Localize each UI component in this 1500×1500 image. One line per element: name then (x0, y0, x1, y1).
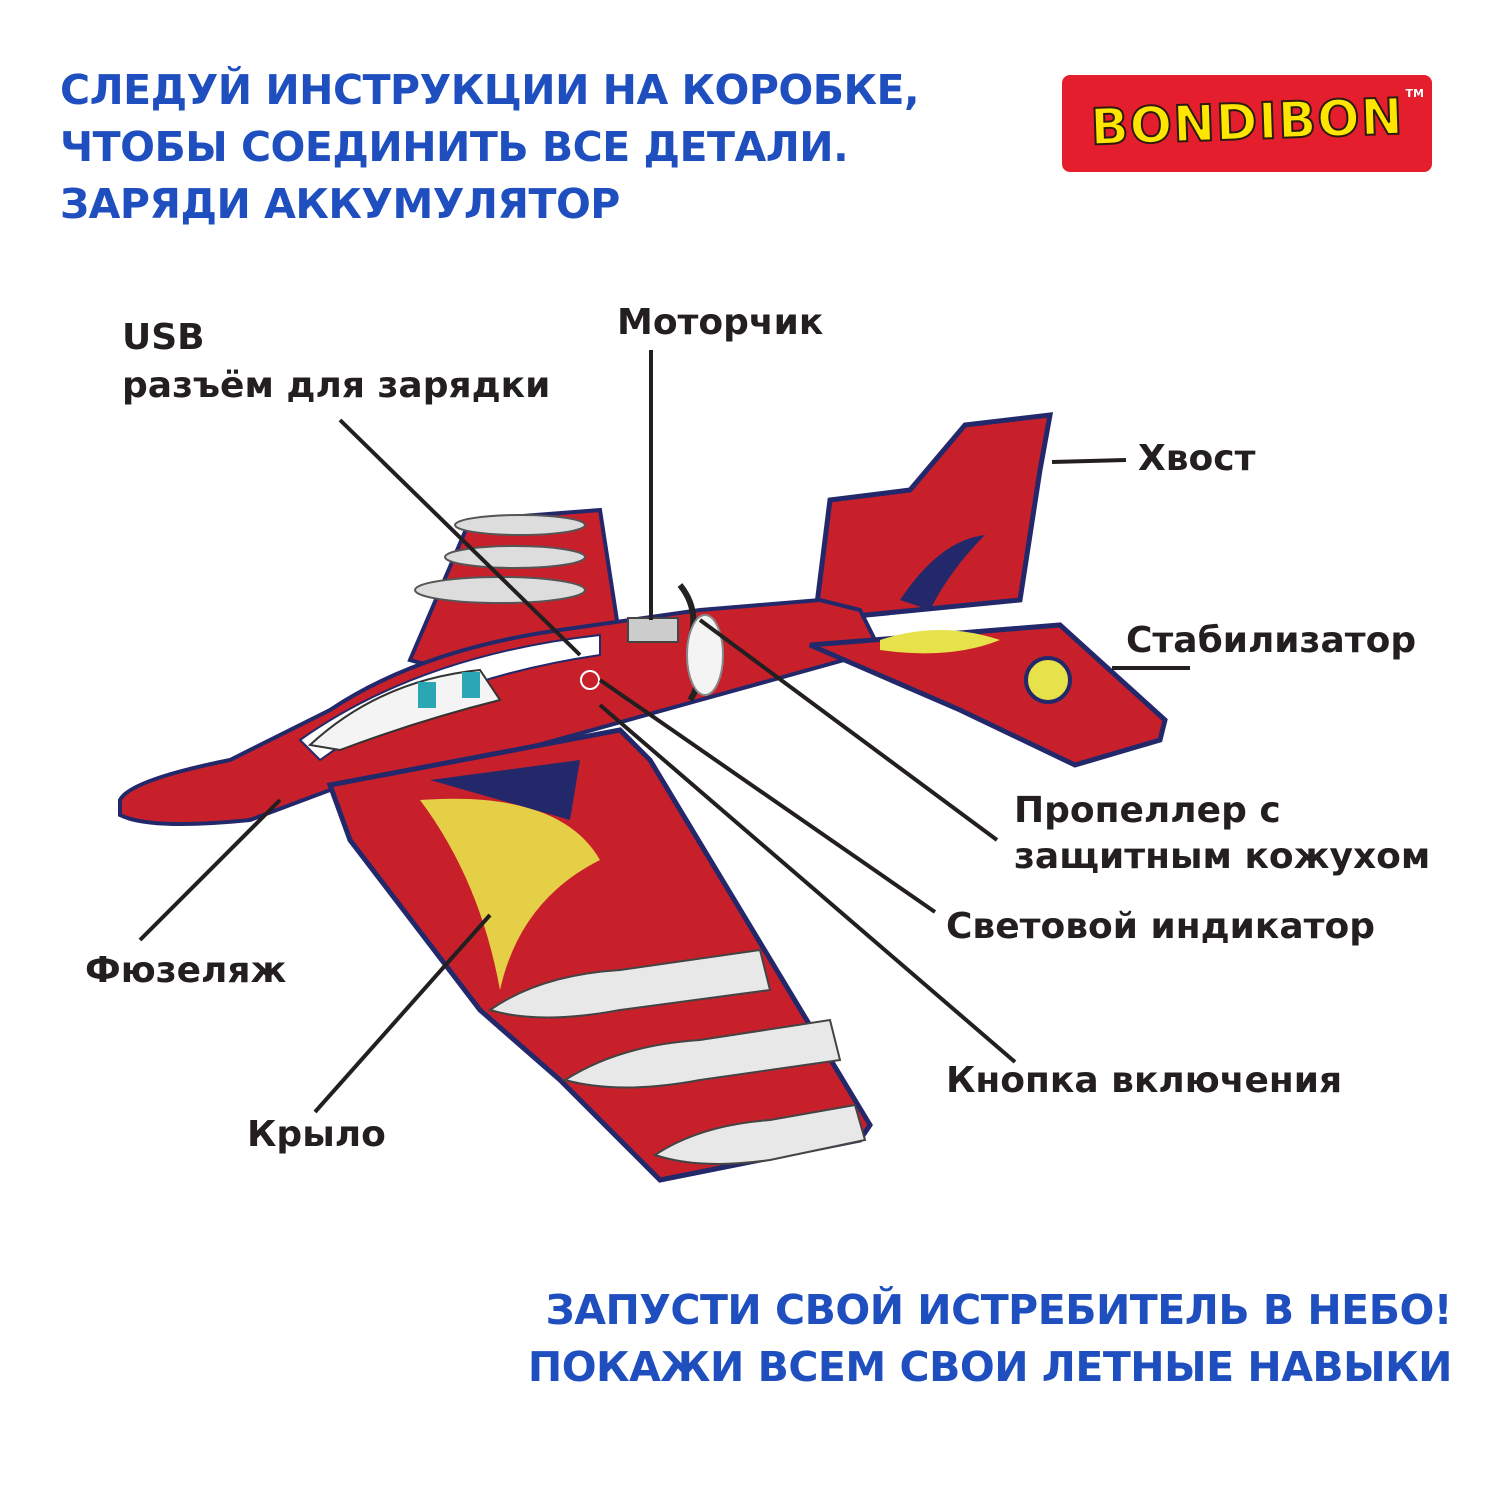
leader-wing (313, 913, 492, 1114)
tail-fin (812, 412, 1054, 623)
trademark: TM (1405, 87, 1424, 100)
leader-fuselage (138, 798, 282, 942)
label-wing: Крыло (247, 1114, 386, 1155)
leader-power-button (598, 703, 1017, 1064)
label-tail: Хвост (1138, 438, 1256, 479)
leader-indicator (598, 678, 937, 914)
footer-line: ПОКАЖИ ВСЕМ СВОИ ЛЕТНЫЕ НАВЫКИ (527, 1343, 1453, 1391)
label-stabilizer: Стабилизатор (1126, 620, 1417, 661)
stabilizer (809, 622, 1168, 768)
instruction-heading: СЛЕДУЙ ИНСТРУКЦИИ НА КОРОБКЕ, ЧТОБЫ СОЕД… (60, 62, 920, 233)
leader-usb (338, 418, 582, 657)
footer-slogan: ЗАПУСТИ СВОЙ ИСТРЕБИТЕЛЬ В НЕБО! ПОКАЖИ … (527, 1282, 1453, 1396)
heading-line: СЛЕДУЙ ИНСТРУКЦИИ НА КОРОБКЕ, (60, 66, 920, 114)
leader-tail (1051, 458, 1127, 464)
label-power-button: Кнопка включения (946, 1060, 1343, 1101)
label-propeller-guard: защитным кожухом (1014, 836, 1431, 877)
footer-line: ЗАПУСТИ СВОЙ ИСТРЕБИТЕЛЬ В НЕБО! (545, 1286, 1453, 1334)
main-missiles (487, 948, 867, 1165)
power-indicator (580, 670, 600, 690)
motor (627, 617, 679, 643)
label-indicator: Световой индикатор (946, 906, 1375, 947)
cockpit (307, 668, 502, 752)
label-motor: Моторчик (617, 302, 824, 343)
main-wing (326, 727, 873, 1183)
label-fuselage: Фюзеляж (85, 950, 287, 991)
label-propeller: Пропеллер с (1014, 790, 1281, 831)
label-usb: USB (122, 317, 205, 358)
leader-propeller (698, 618, 999, 842)
label-usb-port: разъём для зарядки (122, 365, 551, 406)
propeller-guard (686, 614, 724, 696)
heading-line: ЧТОБЫ СОЕДИНИТЬ ВСЕ ДЕТАЛИ. (60, 123, 849, 171)
far-missiles (414, 514, 586, 604)
bondibon-logo: BONDIBON TM (1062, 75, 1432, 172)
heading-line: ЗАРЯДИ АККУМУЛЯТОР (60, 180, 620, 228)
